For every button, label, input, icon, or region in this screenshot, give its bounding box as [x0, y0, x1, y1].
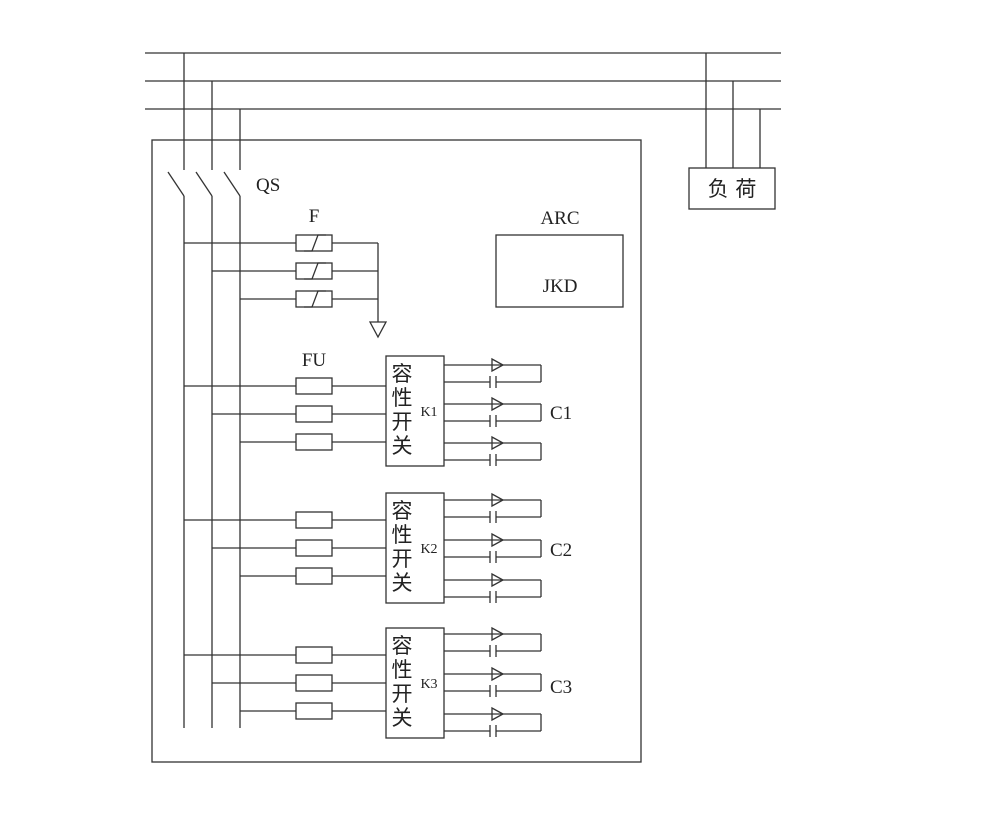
surge-arrester-1: [295, 234, 333, 252]
fuse: [295, 539, 333, 557]
fuse: [295, 433, 333, 451]
capacitive-switch-box: [385, 492, 445, 604]
arc-label: ARC: [540, 208, 579, 229]
fuse: [295, 405, 333, 423]
capacitor-module-3: 容 性 开 关 K3 C3: [184, 626, 572, 739]
capacitor-module-2: 容 性 开 关 K2 C2: [184, 492, 572, 604]
fuse: [295, 567, 333, 585]
capacitor-label: C2: [550, 540, 572, 561]
capacitor-label: C1: [550, 403, 572, 424]
switch-char: 性: [392, 658, 413, 682]
switch-id: K3: [420, 677, 437, 692]
controller-label: JKD: [543, 276, 578, 297]
fuse: [295, 377, 333, 395]
capacitive-switch-box: [385, 355, 445, 467]
surge-arrester-3: [295, 290, 333, 308]
load-box: [688, 167, 776, 210]
surge-arrester-label: F: [309, 206, 320, 227]
fuse: [295, 702, 333, 720]
main-busbars: [145, 52, 781, 110]
switch-char: 开: [392, 547, 413, 571]
capacitor-label: C3: [550, 677, 572, 698]
switch-id: K1: [420, 405, 437, 420]
fuse: [295, 646, 333, 664]
switch-id: K2: [420, 542, 437, 557]
switch-char: 开: [392, 410, 413, 434]
switch-char: 关: [392, 434, 413, 458]
capacitor-module-1: 容 性 开 关 K1 C1: [184, 355, 572, 467]
switch-char: 性: [392, 523, 413, 547]
arc-controller: ARC JKD: [495, 208, 624, 308]
fuse: [295, 511, 333, 529]
ground-icon: [368, 321, 388, 339]
load-label: 负 荷: [708, 177, 757, 201]
surge-arrester-group: F: [184, 206, 388, 339]
capacitor-bank: [444, 357, 542, 466]
capacitor-bank: [444, 626, 542, 737]
controller-box: [495, 234, 624, 308]
isolating-switch: QS: [167, 53, 280, 197]
switch-char: 关: [392, 706, 413, 730]
switch-char: 性: [392, 386, 413, 410]
surge-arrester-2: [295, 262, 333, 280]
load-branch: 负 荷: [688, 53, 776, 210]
cabinet-phase-bars: [183, 196, 241, 728]
fuse: [295, 674, 333, 692]
switch-char: 容: [392, 362, 413, 386]
capacitive-switch-box: [385, 627, 445, 739]
switch-char: 容: [392, 499, 413, 523]
capacitor-bank: [444, 492, 542, 603]
switch-char: 关: [392, 571, 413, 595]
switch-label: QS: [256, 175, 280, 196]
fuse-label: FU: [302, 350, 327, 371]
switch-char: 容: [392, 634, 413, 658]
switch-char: 开: [392, 682, 413, 706]
